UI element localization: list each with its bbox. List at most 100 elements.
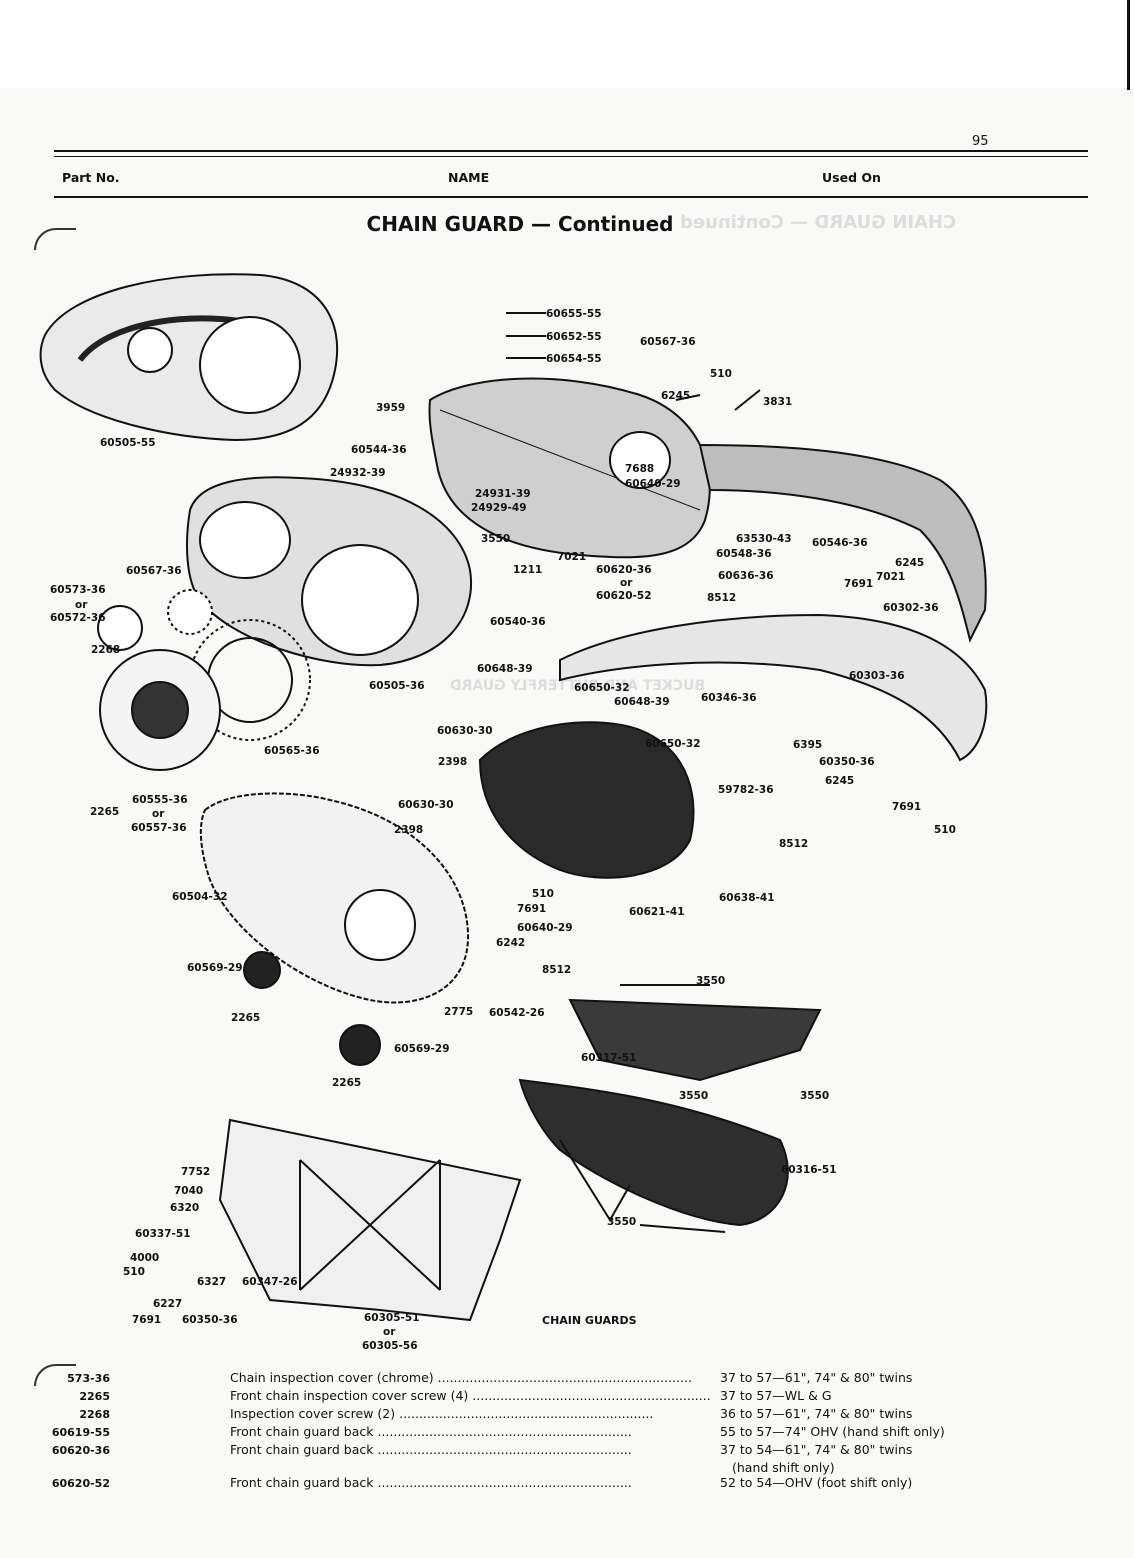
callout-label: 60620-36 bbox=[596, 564, 652, 576]
part-number: 2265 bbox=[79, 1390, 110, 1403]
diagram-caption: CHAIN GUARDS bbox=[542, 1314, 637, 1327]
callout-label: 7688 bbox=[625, 463, 655, 475]
callout-label: 3959 bbox=[376, 402, 406, 414]
part-used-on: 37 to 57—61", 74" & 80" twins bbox=[720, 1370, 913, 1385]
callout-label: 3550 bbox=[481, 533, 511, 545]
upper-chain-guard-drawing bbox=[568, 998, 822, 1082]
callout-label: 8512 bbox=[779, 838, 809, 850]
part-number: 573-36 bbox=[67, 1372, 110, 1385]
callout-label: 6245 bbox=[825, 775, 855, 787]
header-top-rule-thin bbox=[54, 156, 1088, 157]
lower-chain-guard-drawing bbox=[518, 1078, 789, 1227]
callout-label: 1211 bbox=[513, 564, 543, 576]
chain-housing-drawing bbox=[428, 377, 711, 559]
column-header-name: NAME bbox=[448, 170, 490, 185]
callout-label: 60540-36 bbox=[490, 616, 546, 628]
callout-label: 3550 bbox=[696, 975, 726, 987]
callout-label: 60504-32 bbox=[172, 891, 228, 903]
callout-label: 510 bbox=[123, 1266, 145, 1278]
part-used-on: 36 to 57—61", 74" & 80" twins bbox=[720, 1406, 913, 1421]
callout-label: 60569-29 bbox=[187, 962, 243, 974]
callout-label: 6245 bbox=[895, 557, 925, 569]
callout-label: 60347-26 bbox=[242, 1276, 298, 1288]
page-edge-mark bbox=[1127, 0, 1130, 90]
callout-label: 60546-36 bbox=[812, 537, 868, 549]
part-used-on: 37 to 54—61", 74" & 80" twins bbox=[720, 1442, 913, 1457]
callout-label: 60650-32 bbox=[574, 682, 630, 694]
callout-label: 60655-55 bbox=[546, 308, 602, 320]
rear-chain-guard-drawing bbox=[698, 443, 987, 643]
callout-label: or bbox=[620, 577, 633, 589]
callout-label: 60302-36 bbox=[883, 602, 939, 614]
part-number: 2268 bbox=[79, 1408, 110, 1421]
callout-label: 60572-36 bbox=[50, 612, 106, 624]
callout-label: 60636-36 bbox=[718, 570, 774, 582]
callout-label: 7021 bbox=[557, 551, 587, 563]
callout-label: 60505-55 bbox=[100, 437, 156, 449]
callout-label: 6245 bbox=[661, 390, 691, 402]
callout-label: 7691 bbox=[517, 903, 547, 915]
callout-label: 2265 bbox=[90, 806, 120, 818]
callout-label: 2775 bbox=[444, 1006, 474, 1018]
callout-label: 4000 bbox=[130, 1252, 160, 1264]
column-header-used-on: Used On bbox=[822, 170, 881, 185]
callout-label: 60652-55 bbox=[546, 331, 602, 343]
callout-label: 60346-36 bbox=[701, 692, 757, 704]
callout-label: 8512 bbox=[542, 964, 572, 976]
callout-label: 3550 bbox=[607, 1216, 637, 1228]
part-name: Chain inspection cover (chrome) ........… bbox=[230, 1370, 692, 1385]
callout-label: 24929-49 bbox=[471, 502, 527, 514]
part-number: 60619-55 bbox=[51, 1426, 110, 1439]
callout-label: 60569-29 bbox=[394, 1043, 450, 1055]
part-name: Front chain guard back .................… bbox=[230, 1424, 632, 1439]
callout-label: or bbox=[75, 599, 88, 611]
callout-label: 7040 bbox=[174, 1185, 204, 1197]
part-name: Front chain guard back .................… bbox=[230, 1442, 632, 1457]
callout-label: 3831 bbox=[763, 396, 793, 408]
callout-label: 60621-41 bbox=[629, 906, 685, 918]
callout-label: 2398 bbox=[394, 824, 424, 836]
callout-label: 6395 bbox=[793, 739, 823, 751]
section-title: CHAIN GUARD — Continued bbox=[366, 212, 674, 236]
callout-label: 60654-55 bbox=[546, 353, 602, 365]
callout-label: 60337-51 bbox=[135, 1228, 191, 1240]
column-header-part-no: Part No. bbox=[62, 170, 120, 185]
callout-label: 60640-29 bbox=[625, 478, 681, 490]
callout-label: 6320 bbox=[170, 1202, 200, 1214]
callout-label: 59782-36 bbox=[718, 784, 774, 796]
part-name: Inspection cover screw (2) .............… bbox=[230, 1406, 654, 1421]
part-number: 60620-36 bbox=[51, 1444, 110, 1457]
callout-label: 60567-36 bbox=[640, 336, 696, 348]
callout-label: 60305-51 bbox=[364, 1312, 420, 1324]
callout-label: 60505-36 bbox=[369, 680, 425, 692]
callout-label: 60544-36 bbox=[351, 444, 407, 456]
callout-label: 60555-36 bbox=[132, 794, 188, 806]
part-used-on: 55 to 57—74" OHV (hand shift only) bbox=[720, 1424, 945, 1439]
page-number: 95 bbox=[972, 134, 989, 149]
callout-label: or bbox=[383, 1326, 396, 1338]
callout-label: 7691 bbox=[132, 1314, 162, 1326]
part-name: Front chain guard back .................… bbox=[230, 1475, 632, 1490]
callout-label: 60305-56 bbox=[362, 1340, 418, 1352]
callout-label: 6227 bbox=[153, 1298, 183, 1310]
callout-label: 60548-36 bbox=[716, 548, 772, 560]
callout-label: 60542-26 bbox=[489, 1007, 545, 1019]
callout-label: 60557-36 bbox=[131, 822, 187, 834]
callout-label: 60648-39 bbox=[614, 696, 670, 708]
callout-label: 63530-43 bbox=[736, 533, 792, 545]
callout-label: 60573-36 bbox=[50, 584, 106, 596]
callout-label: 60567-36 bbox=[126, 565, 182, 577]
lower-rear-guard-drawing bbox=[559, 613, 988, 762]
callout-label: 60638-41 bbox=[719, 892, 775, 904]
callout-label: 7021 bbox=[876, 571, 906, 583]
part-used-on: 37 to 57—WL & G bbox=[720, 1388, 832, 1403]
callout-label: 60350-36 bbox=[182, 1314, 238, 1326]
callout-label: 510 bbox=[934, 824, 956, 836]
callout-label: 3550 bbox=[679, 1090, 709, 1102]
callout-label: 510 bbox=[710, 368, 732, 380]
callout-label: 60317-51 bbox=[581, 1052, 637, 1064]
callout-label: 7691 bbox=[892, 801, 922, 813]
callout-label: 2265 bbox=[231, 1012, 261, 1024]
callout-label: 60303-36 bbox=[849, 670, 905, 682]
